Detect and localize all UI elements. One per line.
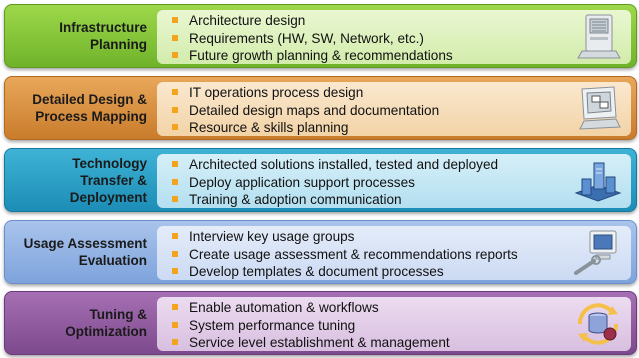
phase-details-panel: IT operations process design Detailed de… bbox=[157, 82, 631, 136]
list-item: Develop templates & document processes bbox=[169, 263, 631, 281]
list-item: Enable automation & workflows bbox=[169, 299, 631, 317]
list-item: Deploy application support processes bbox=[169, 174, 631, 192]
phase-usage-assessment: Usage Assessment Evaluation Interview ke… bbox=[4, 220, 637, 284]
list-item: Future growth planning & recommendations bbox=[169, 47, 631, 65]
bullet-icon bbox=[172, 304, 178, 310]
phase-details-panel: Architected solutions installed, tested … bbox=[157, 154, 631, 208]
list-item: IT operations process design bbox=[169, 84, 631, 102]
list-item: Create usage assessment & recommendation… bbox=[169, 246, 631, 264]
bullet-icon bbox=[172, 89, 178, 95]
phase-title: Usage Assessment Evaluation bbox=[23, 236, 147, 268]
list-item: System performance tuning bbox=[169, 317, 631, 335]
phase-title: Technology Transfer & Deployment bbox=[69, 155, 147, 205]
bullet-icon bbox=[172, 178, 178, 185]
bullet-icon bbox=[172, 339, 178, 345]
phase-details-panel: Interview key usage groups Create usage … bbox=[157, 226, 631, 280]
phase-title: Infrastructure Planning bbox=[59, 20, 147, 52]
bullet-icon bbox=[172, 321, 178, 328]
list-item: Training & adoption communication bbox=[169, 191, 631, 209]
list-item: Requirements (HW, SW, Network, etc.) bbox=[169, 30, 631, 48]
bullet-icon bbox=[172, 124, 178, 130]
bullet-icon bbox=[172, 52, 178, 58]
phase-infrastructure-planning: Infrastructure Planning Architecture des… bbox=[4, 4, 637, 68]
bullet-icon bbox=[172, 196, 178, 202]
phase-technology-transfer: Technology Transfer & Deployment Archite… bbox=[4, 148, 637, 212]
phase-title: Tuning & Optimization bbox=[65, 307, 147, 339]
computer-wrench-icon bbox=[574, 230, 617, 275]
list-item: Architecture design bbox=[169, 12, 631, 30]
list-item: Interview key usage groups bbox=[169, 228, 631, 246]
bullet-icon bbox=[172, 17, 178, 23]
phase-details-panel: Enable automation & workflows System per… bbox=[157, 297, 631, 351]
list-item: Resource & skills planning bbox=[169, 119, 631, 137]
phase-detailed-design: Detailed Design & Process Mapping IT ope… bbox=[4, 76, 637, 140]
bullet-icon bbox=[172, 161, 178, 167]
server-network-icon bbox=[574, 162, 622, 202]
list-item: Service level establishment & management bbox=[169, 334, 631, 352]
database-cycle-icon bbox=[577, 303, 619, 345]
list-item: Architected solutions installed, tested … bbox=[169, 156, 631, 174]
phase-title: Detailed Design & Process Mapping bbox=[32, 92, 147, 124]
bullet-icon bbox=[172, 34, 178, 41]
bullet-icon bbox=[172, 250, 178, 257]
computer-icon bbox=[577, 14, 621, 59]
phase-tuning-optimization: Tuning & Optimization Enable automation … bbox=[4, 291, 637, 355]
list-item: Detailed design maps and documentation bbox=[169, 102, 631, 120]
bullet-icon bbox=[172, 268, 178, 274]
phase-details-panel: Architecture design Requirements (HW, SW… bbox=[157, 10, 631, 64]
bullet-icon bbox=[172, 106, 178, 113]
bullet-icon bbox=[172, 233, 178, 239]
computer-screen-icon bbox=[579, 86, 621, 130]
